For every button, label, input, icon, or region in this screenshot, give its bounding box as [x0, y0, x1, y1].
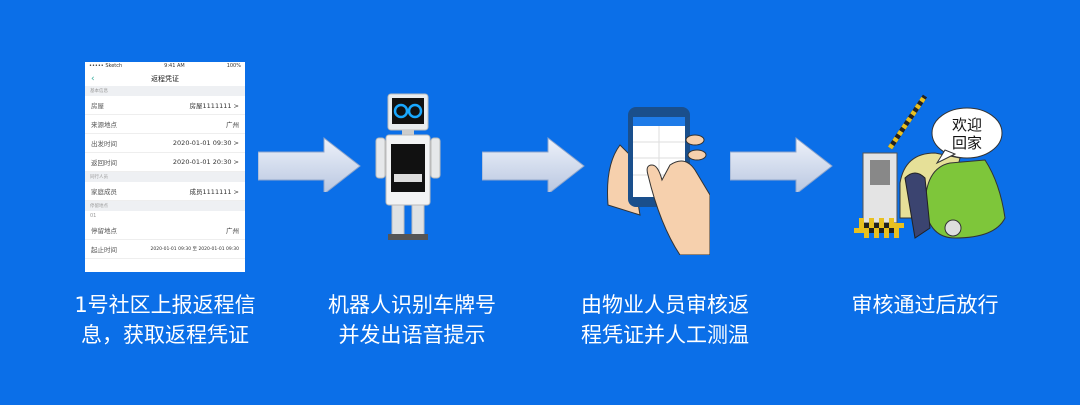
- gate-release-illustration: 欢迎 回家: [854, 94, 1006, 239]
- caption-line: 程凭证并人工测温: [581, 323, 749, 347]
- label: 来源地点: [91, 121, 117, 129]
- stop-tag: 01: [90, 213, 97, 219]
- label: 停留地点: [91, 227, 117, 235]
- step3-caption: 由物业人员审核返程凭证并人工测温: [535, 290, 795, 350]
- row-stop-place: 停留地点 广州: [85, 221, 245, 240]
- row-house: 房屋 房屋1111111 >: [85, 96, 245, 115]
- status-bar: ••••• Sketch 9:41 AM 100%: [85, 62, 245, 72]
- label: 家庭成员: [91, 188, 117, 196]
- value: 广州: [226, 227, 239, 235]
- arrow-right-icon: [258, 136, 361, 192]
- to: 2020-01-01 09:30: [198, 247, 239, 252]
- caption-line: 1号社区上报返程信: [74, 293, 256, 317]
- page-title: 返程凭证: [151, 75, 179, 83]
- carrier: ••••• Sketch: [89, 63, 123, 69]
- value: 2020-01-01 20:30 >: [172, 158, 239, 166]
- caption-line: 息，获取返程凭证: [81, 323, 249, 347]
- label: 起止时间: [91, 246, 117, 254]
- caption-line: 审核通过后放行: [851, 293, 999, 317]
- value: 成员1111111 >: [189, 188, 239, 196]
- caption-line: 并发出语音提示: [338, 323, 486, 347]
- value: 房屋1111111 >: [189, 102, 239, 110]
- speech-bubble-line-1: 欢迎: [952, 116, 982, 134]
- return-certificate-screenshot: ••••• Sketch 9:41 AM 100% ‹ 返程凭证 基本信息 房屋…: [85, 62, 245, 272]
- row-member: 家庭成员 成员1111111 >: [85, 182, 245, 201]
- step4-caption: 审核通过后放行: [795, 290, 1055, 320]
- value: 2020-01-01 09:30 >: [172, 139, 239, 147]
- battery: 100%: [226, 63, 241, 69]
- speech-bubble-line-2: 回家: [952, 134, 982, 152]
- hand-holding-phone-illustration: [607, 107, 710, 255]
- row-return: 返回时间 2020-01-01 20:30 >: [85, 153, 245, 172]
- caption-line: 由物业人员审核返: [581, 293, 749, 317]
- row-stop-time: 起止时间 2020-01-01 09:30 至 2020-01-01 09:30: [85, 240, 245, 259]
- value: 广州: [226, 121, 239, 129]
- step1-caption: 1号社区上报返程信息，获取返程凭证: [35, 290, 295, 350]
- caption-line: 机器人识别车牌号: [328, 293, 496, 317]
- label: 出发时间: [91, 140, 117, 148]
- step2-caption: 机器人识别车牌号并发出语音提示: [282, 290, 542, 350]
- row-depart: 出发时间 2020-01-01 09:30 >: [85, 134, 245, 153]
- label: 房屋: [91, 102, 104, 110]
- back-icon: ‹: [91, 74, 95, 84]
- label: 返回时间: [91, 159, 117, 167]
- section-travelers: 同行人员: [85, 172, 245, 182]
- arrow-right-icon: [730, 136, 833, 192]
- robot-illustration: [375, 93, 441, 240]
- nav-bar: ‹ 返程凭证: [85, 72, 245, 86]
- row-origin: 来源地点 广州: [85, 115, 245, 134]
- from: 2020-01-01 09:30: [150, 247, 192, 252]
- section-basic: 基本信息: [85, 86, 245, 96]
- arrow-right-icon: [482, 136, 585, 192]
- time: 9:41 AM: [164, 63, 185, 69]
- section-stops: 停留地点: [85, 201, 245, 211]
- sep: 至: [192, 247, 198, 252]
